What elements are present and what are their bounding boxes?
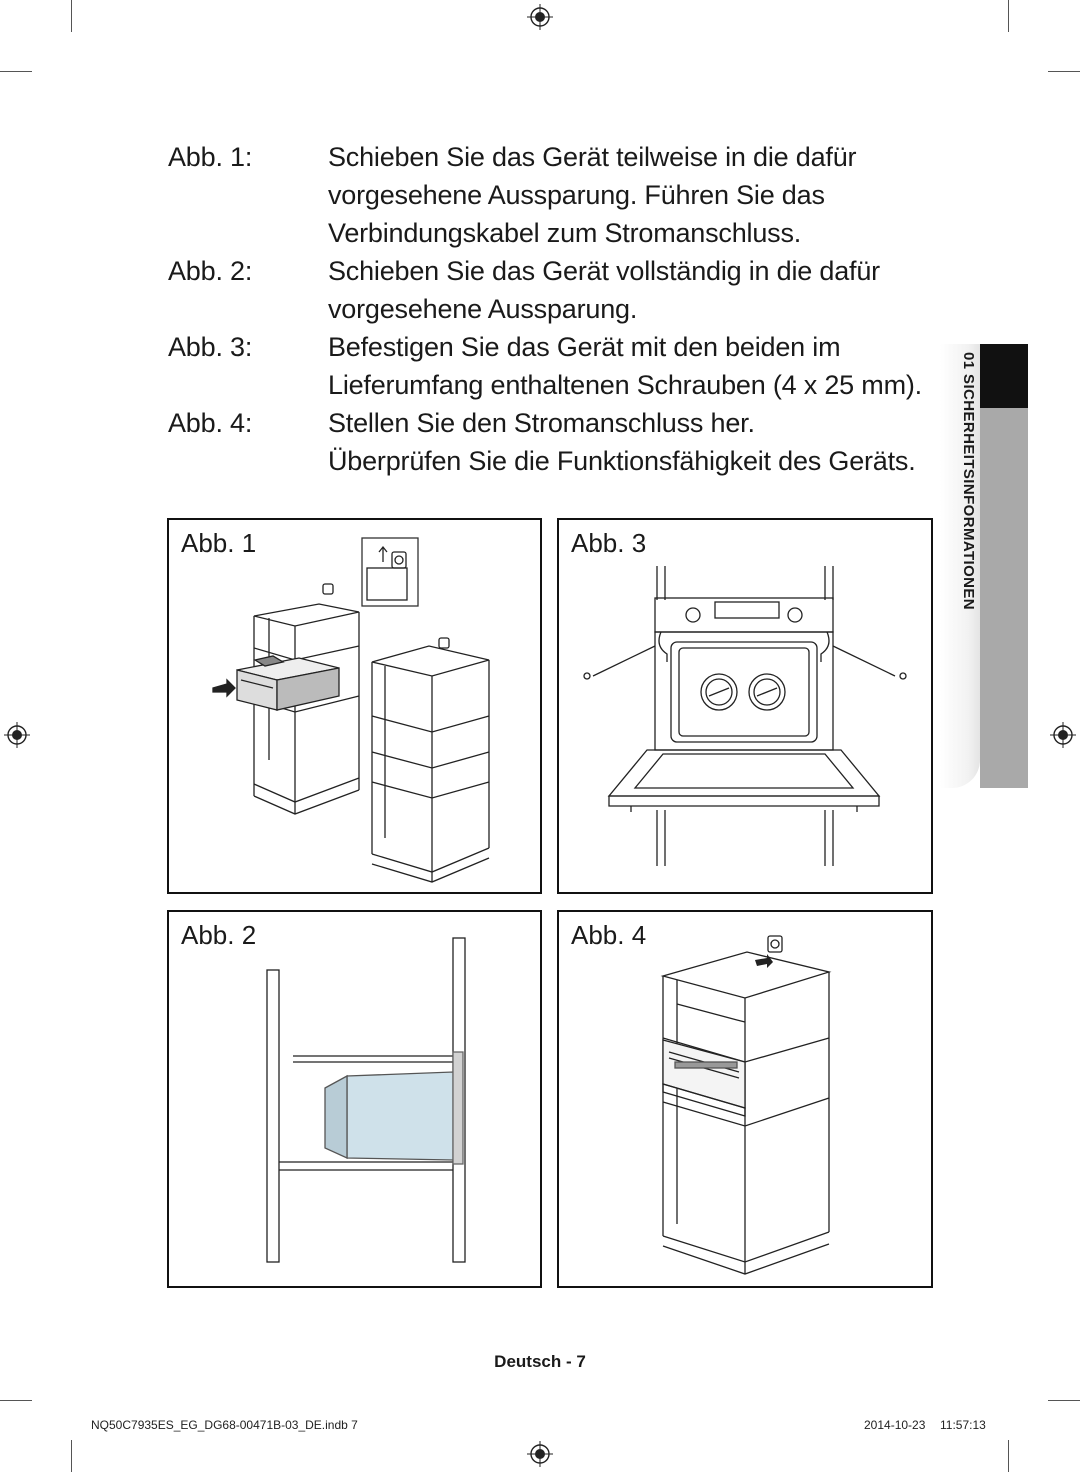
instruction-step: Abb. 1: Schieben Sie das Gerät teilweise… — [168, 138, 928, 252]
registration-mark-icon — [527, 4, 553, 30]
figure-2-title: Abb. 2 — [181, 920, 257, 950]
step-label: Abb. 3: — [168, 332, 253, 362]
figure-2: Abb. 2 — [167, 910, 542, 1288]
instruction-step: Abb. 2: Schieben Sie das Gerät vollständ… — [168, 252, 928, 328]
figure-2-illustration — [266, 937, 466, 1263]
step-text: Schieben Sie das Gerät vollständig in di… — [328, 252, 928, 328]
step-line: Überprüfen Sie die Funktionsfähigkeit de… — [328, 446, 916, 476]
step-text: Schieben Sie das Gerät teilweise in die … — [328, 138, 928, 252]
instruction-step: Abb. 4: Stellen Sie den Stromanschluss h… — [168, 404, 928, 480]
figure-1-illustration — [212, 537, 490, 883]
print-file-name: NQ50C7935ES_EG_DG68-00471B-03_DE.indb 7 — [91, 1418, 358, 1432]
print-time: 11:57:13 — [940, 1418, 986, 1432]
crop-mark — [1048, 71, 1080, 72]
step-line: Befestigen Sie das Gerät mit den beiden … — [328, 332, 841, 362]
section-tab-bar — [980, 408, 1028, 788]
page-number: Deutsch - 7 — [494, 1352, 586, 1371]
registration-mark-icon — [4, 722, 30, 748]
figure-3: Abb. 3 — [557, 518, 933, 894]
crop-mark — [1008, 1440, 1009, 1472]
registration-mark-icon — [527, 1441, 553, 1467]
section-tab-marker — [980, 344, 1028, 408]
step-text: Stellen Sie den Stromanschluss her. Über… — [328, 404, 928, 480]
step-label: Abb. 1: — [168, 142, 253, 172]
figure-3-illustration — [583, 566, 907, 866]
registration-mark-icon — [1050, 722, 1076, 748]
figure-4-illustration — [660, 935, 832, 1275]
step-line: Stellen Sie den Stromanschluss her. — [328, 408, 755, 438]
figure-3-title: Abb. 3 — [571, 528, 647, 558]
step-text: Befestigen Sie das Gerät mit den beiden … — [328, 328, 928, 404]
crop-mark — [71, 0, 72, 32]
crop-mark — [71, 1440, 72, 1472]
instruction-step: Abb. 3: Befestigen Sie das Gerät mit den… — [168, 328, 928, 404]
step-line: Schieben Sie das Gerät vollständig in di… — [328, 256, 880, 286]
step-line: vorgesehene Aussparung. — [328, 294, 638, 324]
print-date: 2014-10-23 — [864, 1418, 926, 1432]
figure-4: Abb. 4 — [557, 910, 933, 1288]
step-label: Abb. 2: — [168, 256, 253, 286]
step-line: Schieben Sie das Gerät teilweise in die … — [328, 142, 857, 172]
section-tab — [940, 344, 980, 788]
crop-mark — [0, 1400, 32, 1401]
step-line: vorgesehene Aussparung. Führen Sie das — [328, 180, 825, 210]
figure-1-title: Abb. 1 — [181, 528, 257, 558]
crop-mark — [0, 71, 32, 72]
installation-instructions: Abb. 1: Schieben Sie das Gerät teilweise… — [168, 138, 928, 480]
section-tab-label: 01 SICHERHEITSINFORMATIONEN — [960, 352, 977, 611]
figure-1: Abb. 1 — [167, 518, 542, 894]
crop-mark — [1048, 1400, 1080, 1401]
step-line: Lieferumfang enthaltenen Schrauben (4 x … — [328, 370, 922, 400]
step-line: Verbindungskabel zum Stromanschluss. — [328, 218, 802, 248]
crop-mark — [1008, 0, 1009, 32]
figure-4-title: Abb. 4 — [571, 920, 647, 950]
step-label: Abb. 4: — [168, 408, 253, 438]
